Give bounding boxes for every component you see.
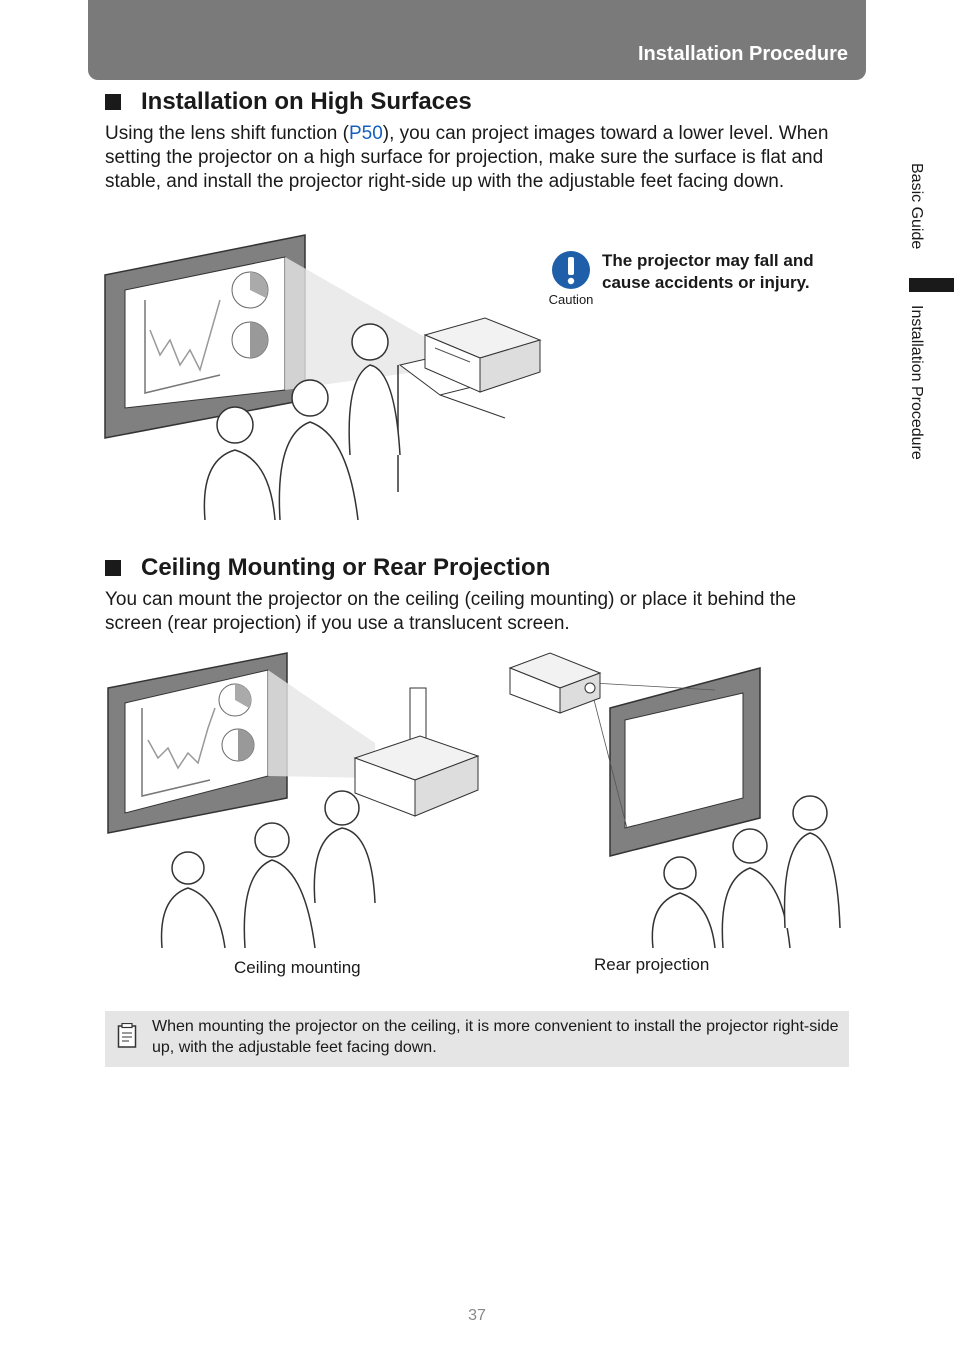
section-heading-text: Ceiling Mounting or Rear Projection [141, 554, 551, 581]
bullet-square-icon [105, 560, 121, 576]
section-heading-high-surfaces: Installation on High Surfaces [105, 88, 472, 116]
bullet-square-icon [105, 94, 121, 110]
side-tab-installation-procedure[interactable]: Installation Procedure [908, 305, 925, 460]
caption-ceiling-mounting: Ceiling mounting [234, 958, 361, 977]
high-surface-illustration [104, 234, 542, 521]
exclamation-icon [552, 251, 590, 289]
caption-rear-projection: Rear projection [594, 955, 710, 974]
caution-icon-group: Caution [548, 250, 594, 307]
header-title: Installation Procedure [637, 43, 848, 65]
page-number: 37 [468, 1307, 486, 1324]
section1-paragraph: Using the lens shift function (P50), you… [105, 122, 850, 194]
rear-projection-illustration [508, 652, 841, 949]
caution-notice: Caution The projector may fall and cause… [548, 250, 848, 307]
caution-label: Caution [548, 292, 594, 307]
side-tab-basic-guide[interactable]: Basic Guide [908, 163, 925, 250]
section-heading-ceiling-rear: Ceiling Mounting or Rear Projection [105, 554, 550, 582]
header-bar: Installation Procedure [88, 0, 866, 80]
note-box: When mounting the projector on the ceili… [105, 1011, 849, 1067]
section-heading-text: Installation on High Surfaces [141, 88, 472, 115]
side-tab-marker [909, 278, 954, 292]
ceiling-mounting-illustration [107, 652, 480, 949]
page-link-p50[interactable]: P50 [348, 123, 383, 144]
caution-text: The projector may fall and cause acciden… [602, 251, 814, 292]
memo-icon [117, 1023, 137, 1048]
paragraph-text: Using the lens shift function ( [105, 123, 349, 144]
section2-paragraph: You can mount the projector on the ceili… [105, 589, 797, 634]
paragraph-text: ), you can project images toward a lower… [105, 123, 829, 192]
note-text: When mounting the projector on the ceili… [152, 1018, 839, 1056]
